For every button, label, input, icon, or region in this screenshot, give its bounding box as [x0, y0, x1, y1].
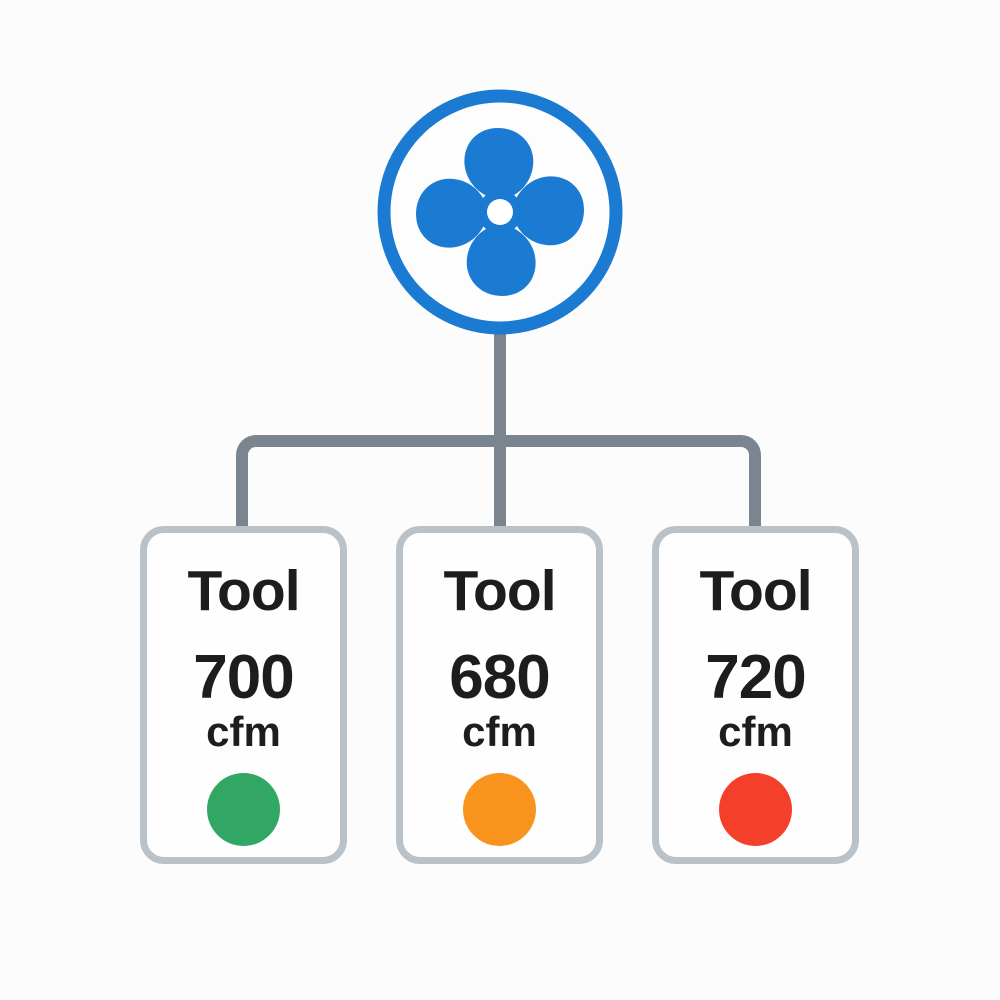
- fan-node: [370, 82, 630, 342]
- connector-branch: [236, 435, 761, 526]
- fan-icon: [377, 89, 623, 335]
- tool-card-value: 720: [705, 643, 806, 712]
- tool-card-unit: cfm: [462, 708, 537, 755]
- tool-card-title: Tool: [187, 559, 300, 623]
- tool-card-unit: cfm: [718, 708, 793, 755]
- tool-cards-row: Tool 700 cfm Tool 680 cfm Tool 720 cfm: [140, 526, 859, 864]
- tool-card-title: Tool: [443, 559, 556, 623]
- connector-stem: [494, 325, 506, 529]
- tool-card-3: Tool 720 cfm: [652, 526, 859, 864]
- fan-hub: [487, 199, 513, 225]
- tool-card-2: Tool 680 cfm: [396, 526, 603, 864]
- tool-card-1: Tool 700 cfm: [140, 526, 347, 864]
- status-dot-green: [207, 773, 280, 846]
- status-dot-red: [719, 773, 792, 846]
- tool-card-title: Tool: [699, 559, 812, 623]
- tool-card-value: 680: [449, 643, 550, 712]
- fan-blades: [416, 128, 584, 296]
- tool-card-unit: cfm: [206, 708, 281, 755]
- tool-card-value: 700: [193, 643, 294, 712]
- status-dot-orange: [463, 773, 536, 846]
